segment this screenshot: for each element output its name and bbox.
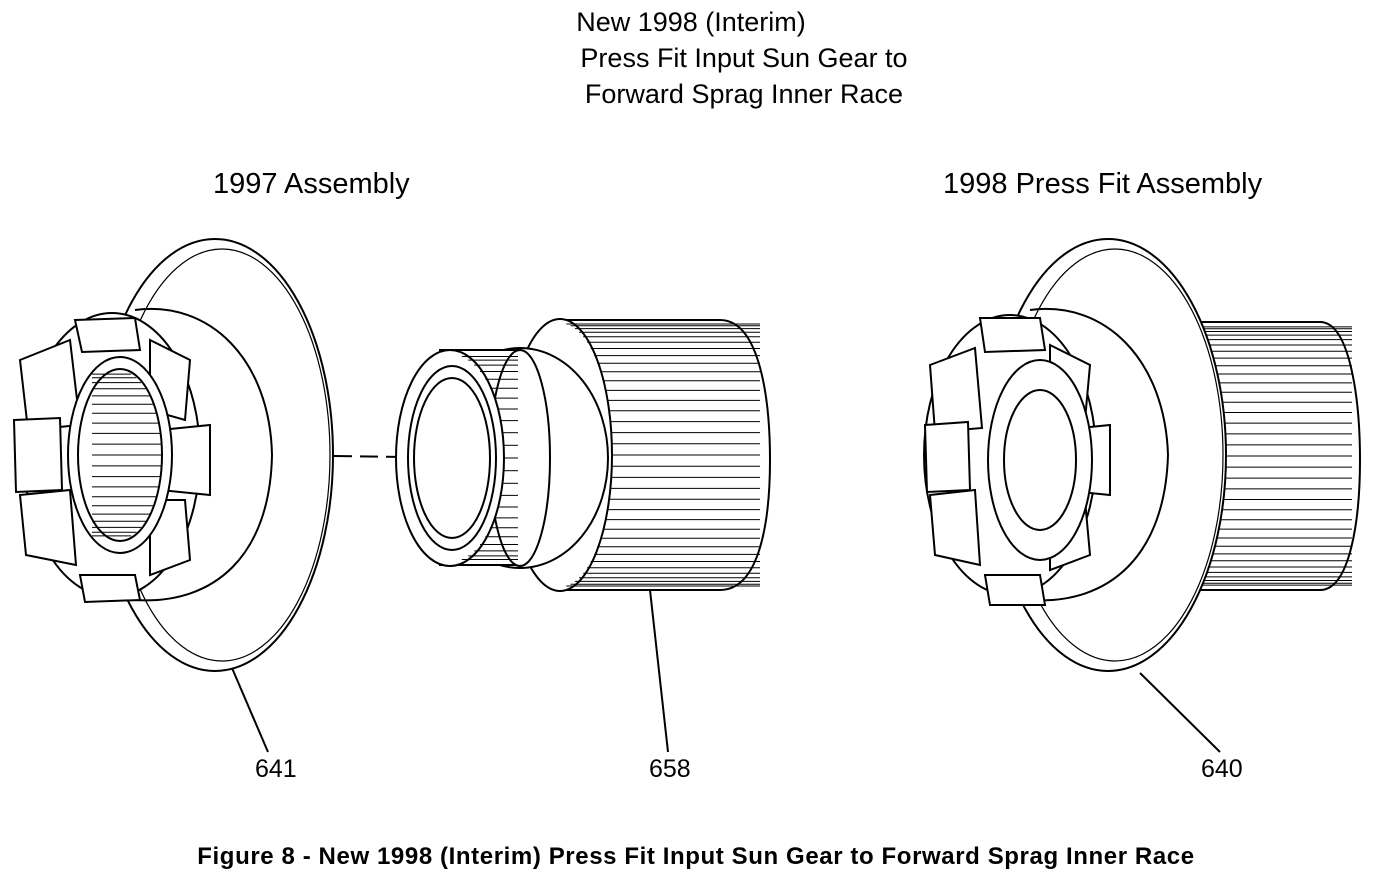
- diagram-title: New 1998 (Interim) Press Fit Input Sun G…: [0, 4, 1392, 112]
- leader-line-641: [231, 667, 269, 753]
- sun-gear-658: [395, 318, 772, 592]
- press-fit-assembly-640: [923, 238, 1362, 672]
- label-1998-press-fit-assembly: 1998 Press Fit Assembly: [943, 168, 1263, 200]
- title-line-3: Forward Sprag Inner Race: [584, 79, 904, 109]
- callout-641: 641: [255, 755, 297, 783]
- inner-race-641: [12, 238, 334, 672]
- title-line-2: Press Fit Input Sun Gear to: [580, 43, 908, 73]
- figure-caption: Figure 8 - New 1998 (Interim) Press Fit …: [197, 843, 1195, 870]
- callout-640: 640: [1201, 755, 1243, 783]
- small-splines-658: [461, 356, 518, 560]
- label-1997-assembly: 1997 Assembly: [213, 168, 410, 200]
- hub-shoulder-640: [1029, 307, 1170, 602]
- hub-shoulder-641: [134, 307, 274, 602]
- gear-teeth-658: [566, 323, 760, 587]
- leader-line-658: [649, 589, 669, 753]
- title-line-1: New 1998 (Interim): [576, 7, 806, 37]
- bore-658: [413, 377, 491, 539]
- callout-658: 658: [649, 755, 691, 783]
- leader-line-640: [1139, 672, 1221, 753]
- bore-splines-641: [92, 373, 162, 537]
